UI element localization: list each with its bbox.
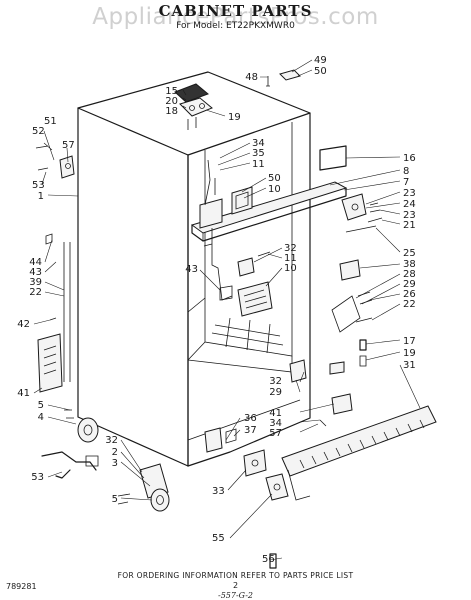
callout: 5 [112,494,118,505]
damper [237,257,255,277]
callout: 57 [269,428,282,439]
callout: 19 [403,348,416,359]
callout: 50 [314,66,327,77]
callout: 22 [403,299,416,310]
shelf-bracket [331,259,373,333]
callout: 11 [284,253,297,264]
toe-grille [281,405,437,501]
callout: 34 [252,138,265,149]
callout: 24 [403,199,416,210]
callout: 16 [403,153,416,164]
callout: 53 [31,472,44,483]
page-number: 2 [232,581,239,590]
callout: 49 [314,55,327,66]
condenser-tube [37,233,71,393]
callout: 10 [268,184,281,195]
callout: 5 [38,400,44,411]
callout: 41 [17,388,30,399]
center-rail [190,181,348,242]
harness [203,228,233,301]
front-leg [269,553,277,569]
callout: 32 [105,435,118,446]
callout: 56 [262,554,275,565]
callout: 57 [62,140,75,151]
callout: 4 [38,412,44,423]
callout: 15 [165,86,178,97]
callout: 43 [185,264,198,275]
callout: 36 [244,413,257,424]
callout: 41 [269,408,282,419]
callout: 31 [403,360,416,371]
top-hinge [174,83,213,130]
callout: 34 [269,418,282,429]
callout: 37 [244,425,257,436]
top-cap [266,69,301,87]
document-number: 789281 [6,582,37,591]
ordering-info: FOR ORDERING INFORMATION REFER TO PARTS … [117,571,354,580]
callout: 53 [32,180,45,191]
lower-hinge-assembly [243,449,289,501]
callout: 43 [29,267,42,278]
callout: 38 [403,259,416,270]
label-plate [319,145,347,171]
rear-roller [64,409,99,443]
leveling-screw [359,339,367,367]
page-title: CABINET PARTS [158,2,313,20]
callout: 51 [44,116,57,127]
power-cord [41,451,97,479]
control-housing [199,159,253,229]
callout: 42 [17,319,30,330]
callout: 26 [403,289,416,300]
callout: 21 [403,220,416,231]
callout: 29 [403,279,416,290]
callout: 11 [252,159,265,170]
page-code: -557-G-2 [217,591,253,600]
model-subtitle: For Model: ET22PKXMWR0 [176,21,295,31]
center-hinge-bracket [341,193,383,233]
callout: 17 [403,336,416,347]
callout: 8 [403,166,409,177]
callout: 35 [252,148,265,159]
callout: 22 [29,287,42,298]
callout: 2 [112,447,118,458]
callout: 33 [212,486,225,497]
callout: 44 [29,257,42,268]
top-left-bracket [35,145,75,179]
evap-cover [219,281,273,317]
callout: 32 [269,376,282,387]
callout: 3 [112,458,118,469]
callout: 29 [269,387,282,398]
leader-lines [33,59,421,561]
callout: 18 [165,106,178,117]
callout: 1 [38,191,44,202]
callout: 23 [403,210,416,221]
callout: 55 [212,533,225,544]
callout: 20 [165,96,178,107]
front-roller [117,463,170,512]
callout: 7 [403,177,409,188]
callout: 52 [32,126,45,137]
callout: 39 [29,277,42,288]
callout: 48 [245,72,258,83]
callout: 10 [284,263,297,274]
callout: 25 [403,248,416,259]
callout: 32 [284,243,297,254]
callout-numbers: 15 20 18 19 48 49 50 16 8 7 23 24 23 21 … [17,55,415,565]
callout: 50 [268,173,281,184]
callout: 28 [403,269,416,280]
callout: 19 [228,112,241,123]
callout: 23 [403,188,416,199]
bottom-hinge [289,359,353,427]
